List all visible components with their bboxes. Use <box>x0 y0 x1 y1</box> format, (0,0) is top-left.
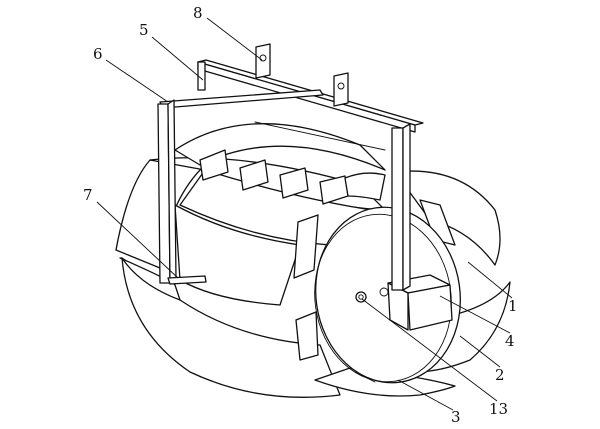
end-rotor <box>314 170 511 384</box>
callout-2: 2 <box>495 366 505 384</box>
callout-8: 8 <box>193 4 203 22</box>
callout-6: 6 <box>93 45 103 63</box>
callout-7: 7 <box>83 186 93 204</box>
callout-labels: 8 5 6 7 1 4 2 3 13 <box>83 4 518 426</box>
leader-lines <box>96 17 513 411</box>
callout-3: 3 <box>451 408 461 426</box>
callout-1: 1 <box>508 297 518 315</box>
callout-13: 13 <box>489 400 508 418</box>
callout-4: 4 <box>505 332 515 350</box>
cylinder-body <box>115 121 456 398</box>
support-frame <box>157 43 424 291</box>
callout-5: 5 <box>139 21 149 39</box>
